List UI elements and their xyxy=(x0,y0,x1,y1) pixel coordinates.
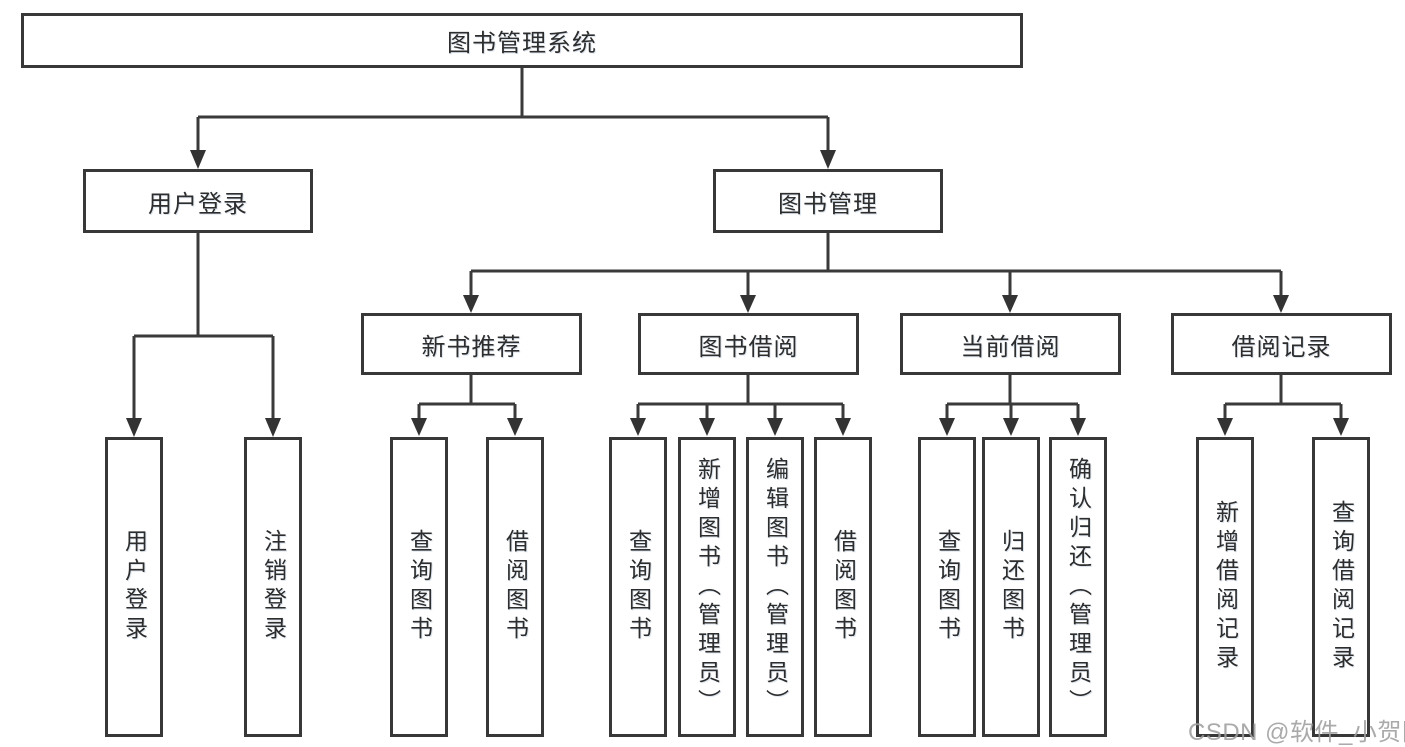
arrowhead xyxy=(835,418,851,436)
arrowhead xyxy=(507,418,523,436)
arrowhead xyxy=(1002,295,1018,313)
arrowhead xyxy=(630,418,646,436)
arrowhead xyxy=(1003,418,1019,436)
node-book-management: 图书管理 xyxy=(713,169,943,233)
node-leaf-query-books-3: 查询图书 xyxy=(918,437,976,737)
node-leaf-query-books-2: 查询图书 xyxy=(609,437,667,737)
node-leaf-add-books-admin: 新增图书（管理员） xyxy=(678,437,736,737)
node-borrowing-records: 借阅记录 xyxy=(1171,313,1392,375)
arrowhead xyxy=(740,295,756,313)
arrowhead xyxy=(190,150,206,169)
arrowhead xyxy=(1070,418,1086,436)
node-leaf-query-books-1: 查询图书 xyxy=(390,437,448,737)
node-leaf-user-login: 用户登录 xyxy=(105,437,163,737)
node-leaf-borrow-books-2: 借阅图书 xyxy=(814,437,872,737)
node-leaf-add-borrow-record: 新增借阅记录 xyxy=(1196,437,1254,737)
arrowhead xyxy=(939,418,955,436)
arrowhead xyxy=(463,295,479,313)
arrowhead xyxy=(1333,418,1349,436)
node-leaf-logout: 注销登录 xyxy=(244,437,302,737)
arrowhead xyxy=(126,418,142,437)
arrowhead xyxy=(1217,418,1233,436)
arrowhead xyxy=(265,418,281,437)
arrowhead xyxy=(820,150,836,169)
node-leaf-confirm-return-admin: 确认归还（管理员） xyxy=(1049,437,1107,737)
arrowhead xyxy=(699,418,715,436)
node-current-borrowing: 当前借阅 xyxy=(900,313,1121,375)
node-new-book-recommend: 新书推荐 xyxy=(361,313,582,375)
arrowhead xyxy=(767,418,783,436)
node-leaf-edit-books-admin: 编辑图书（管理员） xyxy=(746,437,804,737)
csdn-watermark: CSDN @软件_小贺同学 xyxy=(1188,719,1405,746)
arrowhead xyxy=(411,418,427,436)
node-user-login-module: 用户登录 xyxy=(83,169,313,233)
node-system-root: 图书管理系统 xyxy=(21,13,1023,68)
node-leaf-borrow-books-1: 借阅图书 xyxy=(486,437,544,737)
node-leaf-return-books: 归还图书 xyxy=(982,437,1040,737)
node-book-borrowing: 图书借阅 xyxy=(638,313,859,375)
node-leaf-query-borrow-record: 查询借阅记录 xyxy=(1312,437,1370,737)
arrowhead xyxy=(1273,295,1289,313)
